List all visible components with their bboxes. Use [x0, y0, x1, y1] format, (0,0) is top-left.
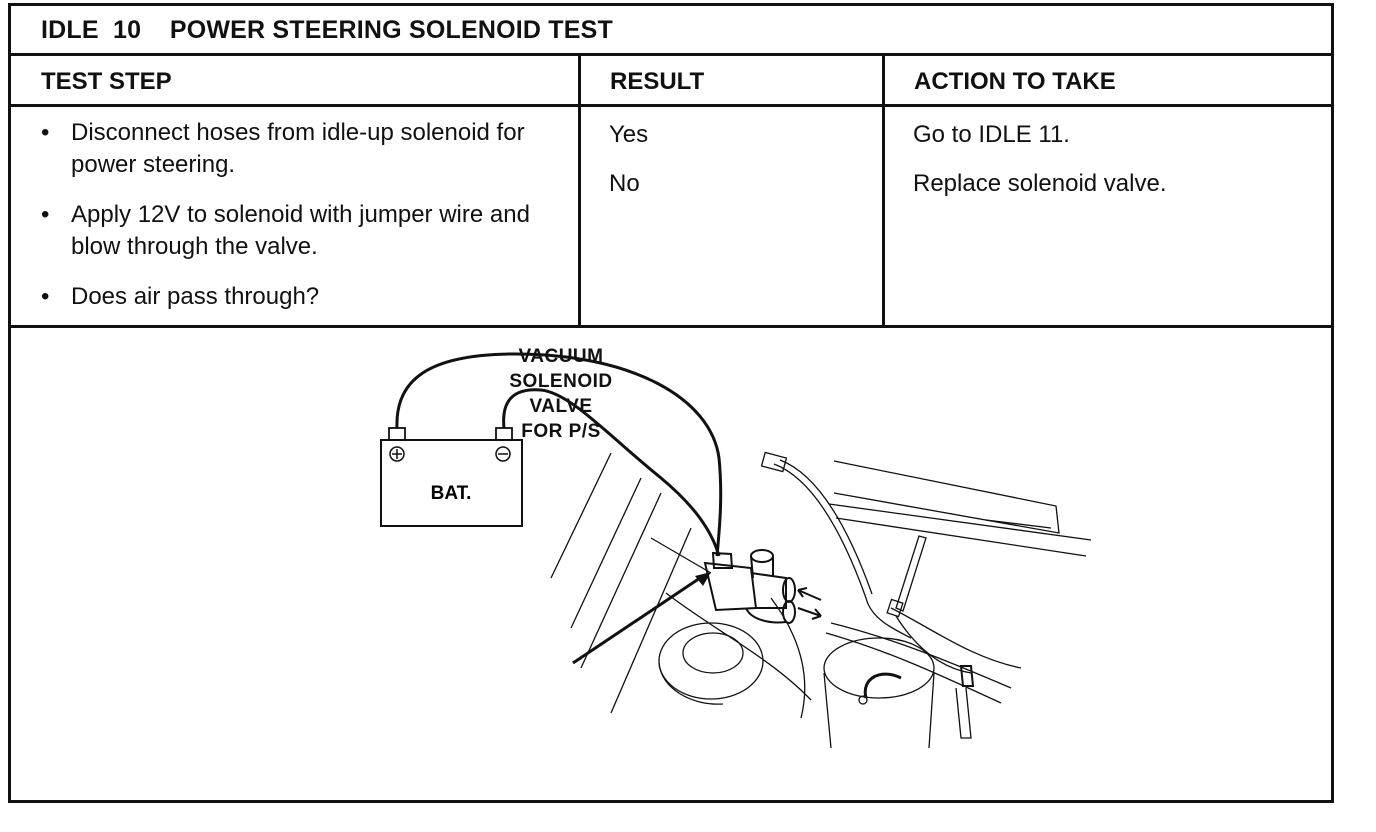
solenoid-base [745, 607, 787, 624]
background-line [610, 527, 692, 714]
callout-line: VALVE [529, 396, 593, 417]
result-column: Yes No [609, 119, 648, 217]
page-title: IDLE 10 POWER STEERING SOLENOID TEST [41, 16, 613, 44]
test-step-list: • Disconnect hoses from idle-up solenoid… [41, 117, 561, 331]
solenoid-test-illustration: BAT. [380, 352, 1092, 749]
air-flow-arrow [797, 607, 822, 617]
hose [830, 622, 1012, 689]
header-action: ACTION TO TAKE [914, 68, 1116, 95]
background-line [770, 597, 806, 719]
callout-line: FOR P/S [521, 421, 601, 442]
minus-icon [495, 446, 511, 462]
jumper-wire-negative [502, 388, 721, 557]
action-yes: Go to IDLE 11. [913, 121, 1070, 148]
body-line [828, 503, 1092, 541]
hose [825, 632, 1002, 704]
canister-pipe-end [858, 695, 868, 705]
callout-line: VACUUM [518, 346, 604, 367]
arrow-head-icon [811, 608, 822, 620]
bullet-icon: • [41, 119, 50, 146]
solenoid-connector [711, 551, 734, 569]
background-line [570, 477, 642, 629]
test-table: IDLE 10 POWER STEERING SOLENOID TEST TES… [8, 3, 1334, 803]
step-text: Disconnect hoses from idle-up solenoid f… [71, 119, 525, 178]
solenoid-side-port [782, 600, 796, 624]
arrow-head-icon [797, 587, 808, 598]
solenoid-top-port-side [750, 555, 774, 579]
hose [890, 607, 1022, 669]
solenoid-top-port [750, 549, 774, 563]
sensor-wire [779, 459, 873, 595]
list-item: • Disconnect hoses from idle-up solenoid… [41, 117, 561, 181]
header-test-step: TEST STEP [41, 68, 172, 95]
sensor-wire [773, 463, 912, 639]
battery-icon [380, 439, 523, 527]
bullet-icon: • [41, 283, 50, 310]
round-part-shadow [658, 662, 724, 705]
hose-clamp [959, 665, 975, 687]
action-column: Go to IDLE 11. Replace solenoid valve. [913, 119, 1167, 217]
background-line [550, 452, 612, 579]
body-line [985, 519, 1052, 529]
round-part-outer [658, 622, 764, 700]
wire [895, 615, 972, 674]
air-flow-arrow [797, 589, 822, 601]
list-item: • Does air pass through? [41, 281, 561, 313]
plus-icon [389, 446, 405, 462]
step-text: Does air pass through? [71, 283, 320, 310]
background-line [580, 492, 662, 669]
callout-line: SOLENOID [509, 371, 613, 392]
column-divider [578, 56, 581, 328]
hose-drop [955, 687, 972, 739]
callout-arrow [572, 574, 704, 665]
canister-top [823, 637, 935, 699]
step-text: Apply 12V to solenoid with jumper wire a… [71, 201, 530, 260]
canister-pipe [863, 672, 902, 699]
body-line [835, 517, 1087, 557]
background-line [650, 537, 712, 574]
canister-side [823, 672, 935, 749]
sensor-connector [760, 451, 788, 473]
result-no: No [609, 170, 640, 197]
column-header-row: TEST STEP RESULT ACTION TO TAKE [11, 56, 1331, 107]
jumper-wire-positive [395, 352, 723, 557]
solenoid-valve-body [703, 561, 758, 612]
list-item: • Apply 12V to solenoid with jumper wire… [41, 199, 561, 263]
column-divider [882, 56, 885, 328]
rod [895, 535, 927, 612]
battery-label: BAT. [431, 483, 472, 504]
header-result: RESULT [610, 68, 705, 95]
rod-clip [886, 598, 904, 618]
bullet-icon: • [41, 201, 50, 228]
battery-terminal [388, 427, 406, 441]
solenoid-port [750, 572, 787, 609]
solenoid-side-port [782, 577, 796, 603]
valve-callout-label: VACUUM SOLENOID VALVE FOR P/S [481, 344, 641, 444]
title-row: IDLE 10 POWER STEERING SOLENOID TEST [11, 6, 1331, 56]
round-part-inner [682, 632, 744, 674]
result-yes: Yes [609, 121, 649, 148]
step-row: • Disconnect hoses from idle-up solenoid… [11, 107, 1331, 328]
plus-icon [392, 449, 402, 459]
fender-panel [833, 460, 1060, 534]
action-no: Replace solenoid valve. [913, 170, 1167, 197]
callout-arrowhead-icon [695, 572, 711, 586]
